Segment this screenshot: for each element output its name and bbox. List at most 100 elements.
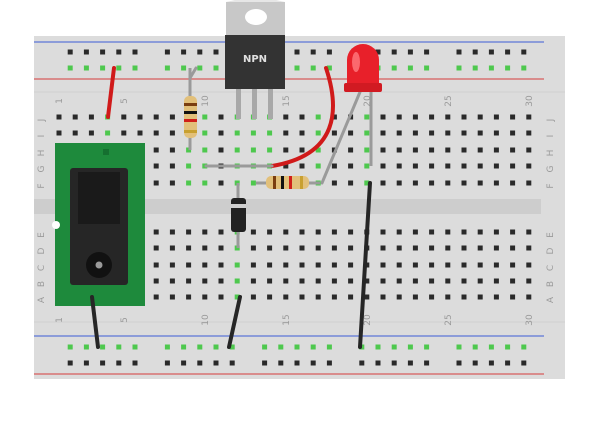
breadboard-hole [169,180,175,186]
breadboard-hole [429,294,435,300]
breadboard-hole [526,245,532,251]
breadboard-hole [429,163,435,169]
breadboard-hole [137,130,143,136]
breadboard-hole [407,49,413,55]
breadboard-hole [391,360,397,366]
breadboard-hole [412,262,418,268]
breadboard-hole [218,294,224,300]
breadboard-hole [326,65,332,71]
breadboard-hole [105,130,111,136]
breadboard-hole [229,344,235,350]
column-number-top: 30 [525,95,535,107]
breadboard-hole [375,49,381,55]
breadboard-hole [526,294,532,300]
breadboard-hole [505,65,511,71]
row-letter-left: F [37,183,47,188]
breadboard-hole [72,114,78,120]
breadboard-hole [88,114,94,120]
breadboard-hole [396,147,402,153]
breadboard-hole [67,360,73,366]
breadboard-hole [391,49,397,55]
breadboard-hole [493,294,499,300]
breadboard-hole [396,278,402,284]
breadboard-hole [202,180,208,186]
breadboard-hole [477,229,483,235]
breadboard-hole [315,245,321,251]
breadboard-hole [445,147,451,153]
breadboard-hole [67,49,73,55]
breadboard-hole [294,344,300,350]
breadboard-hole [429,262,435,268]
breadboard-hole [283,147,289,153]
column-number-top: 25 [444,95,454,106]
breadboard-hole [315,278,321,284]
breadboard-hole [315,147,321,153]
breadboard-hole [331,114,337,120]
breadboard-hole [153,278,159,284]
transistor-body [225,35,285,89]
breadboard-hole [391,344,397,350]
row-letter-left: H [37,150,47,157]
breadboard-hole [186,294,192,300]
breadboard-hole [380,245,386,251]
breadboard-hole [213,49,219,55]
breadboard-hole [445,114,451,120]
black-wire-jack-to-ground [90,295,100,349]
breadboard-hole [315,229,321,235]
breadboard-hole [461,229,467,235]
led-dome [347,44,379,86]
breadboard-hole [477,294,483,300]
breadboard-hole [153,262,159,268]
breadboard-hole [348,229,354,235]
breadboard-hole [121,130,127,136]
breadboard-hole [429,180,435,186]
row-letter-left: C [37,265,47,271]
breadboard-hole [186,245,192,251]
breadboard-hole [267,229,273,235]
breadboard-hole [262,360,268,366]
breadboard-hole [510,114,516,120]
breadboard-hole [510,180,516,186]
breadboard-hole [505,344,511,350]
breadboard-hole [169,114,175,120]
breadboard-hole [267,245,273,251]
resistor-vertical-body [184,96,197,138]
diode [231,183,246,248]
breadboard-hole [461,180,467,186]
breadboard-hole [283,294,289,300]
breadboard-hole [197,344,203,350]
column-number-top: 10 [201,95,211,107]
breadboard-hole [461,163,467,169]
breadboard-hole [493,114,499,120]
breadboard-hole [315,163,321,169]
breadboard-hole [283,163,289,169]
breadboard-hole [364,294,370,300]
breadboard-hole [250,262,256,268]
breadboard-hole [331,163,337,169]
breadboard-hole [380,278,386,284]
breadboard-hole [477,245,483,251]
breadboard-hole [375,344,381,350]
breadboard-hole [429,114,435,120]
breadboard-hole [424,360,430,366]
breadboard-hole [396,245,402,251]
breadboard-hole [326,360,332,366]
breadboard-hole [153,180,159,186]
breadboard-hole [396,262,402,268]
breadboard-hole [56,114,62,120]
breadboard-hole [445,130,451,136]
breadboard-hole [364,130,370,136]
breadboard-hole [250,130,256,136]
breadboard-hole [234,278,240,284]
breadboard-hole [348,262,354,268]
breadboard-hole [67,65,73,71]
breadboard-hole [477,262,483,268]
breadboard-hole [407,65,413,71]
breadboard-hole [331,262,337,268]
breadboard-hole [456,360,462,366]
breadboard-hole [526,147,532,153]
breadboard-hole [186,163,192,169]
breadboard-hole [526,130,532,136]
breadboard-hole [153,294,159,300]
breadboard-hole [100,344,106,350]
